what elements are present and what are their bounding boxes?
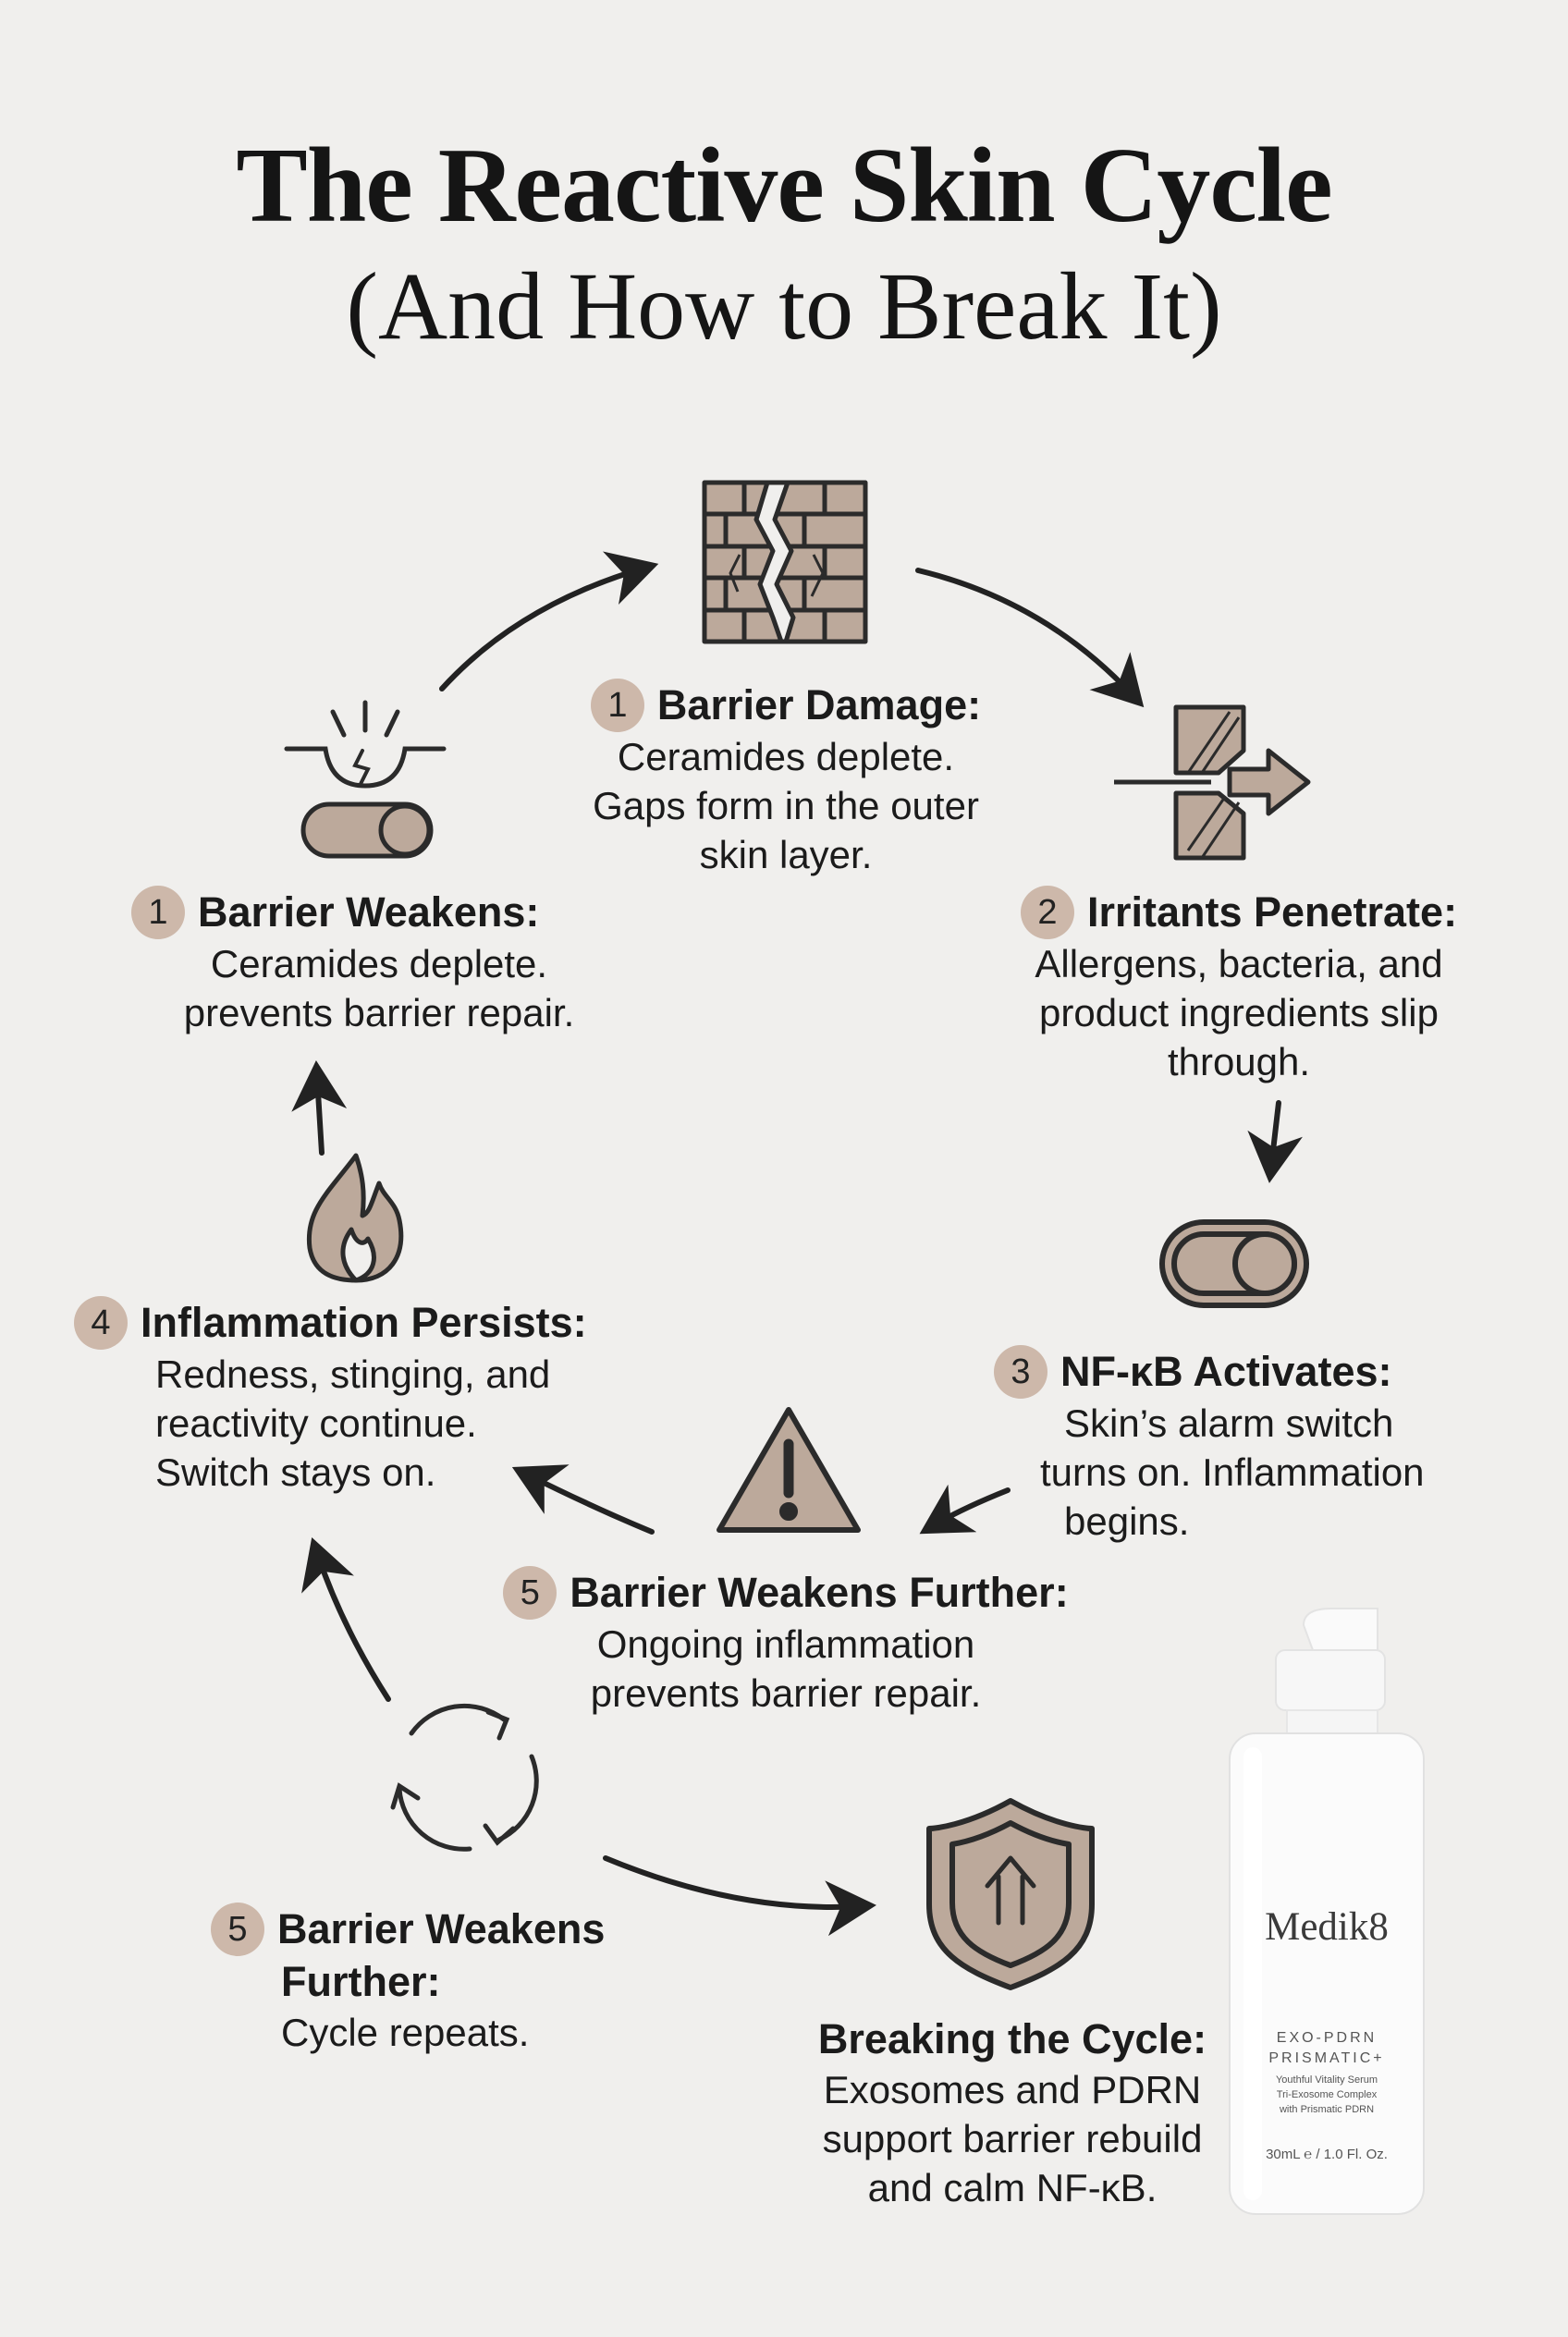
arrow-flame-up bbox=[291, 1060, 348, 1156]
step-body: Exosomes and PDRN support barrier rebuil… bbox=[822, 2068, 1203, 2209]
step-heading: Barrier Damage: bbox=[656, 681, 982, 728]
step-barrier-weakens-further: 5 Barrier Weakens Further: Ongoing infla… bbox=[462, 1566, 1109, 1718]
step-inflammation-persists: 4 Inflammation Persists: Redness, stingi… bbox=[74, 1296, 647, 1497]
arrow-right-to-warning bbox=[919, 1484, 1011, 1535]
step-heading: Breaking the Cycle: bbox=[817, 2015, 1207, 2062]
step-breaking-cycle: Breaking the Cycle: Exosomes and PDRN su… bbox=[795, 2013, 1230, 2212]
product-volume: 30mL ℮ / 1.0 Fl. Oz. bbox=[1266, 2147, 1388, 2162]
arrow-cycle-to-shield bbox=[603, 1855, 876, 1937]
arrow-warning-to-left bbox=[511, 1464, 655, 1535]
step-body: Skin’s alarm switch turns on. Inflammati… bbox=[1040, 1401, 1425, 1543]
step-body: Ongoing inflammation prevents barrier re… bbox=[590, 1622, 982, 1715]
step-body: Cycle repeats. bbox=[281, 2011, 530, 2054]
step-barrier-damage: 1 Barrier Damage: Ceramides deplete. Gap… bbox=[518, 679, 1054, 879]
step-badge: 4 bbox=[74, 1296, 128, 1350]
step-cycle-repeats: 5 Barrier Weakens Further: Cycle repeats… bbox=[211, 1903, 673, 2057]
barrier-gap-arrow-icon bbox=[1114, 704, 1311, 861]
step-badge: 1 bbox=[590, 679, 644, 732]
step-heading: NF-κB Activates: bbox=[1060, 1348, 1392, 1395]
step-barrier-weakens: 1 Barrier Weakens: Ceramides deplete. pr… bbox=[120, 886, 638, 1037]
step-badge: 2 bbox=[1020, 886, 1074, 939]
step-heading: Barrier Weakens bbox=[277, 1905, 606, 1952]
product-desc-line-1: Youthful Vitality Serum bbox=[1275, 2074, 1378, 2086]
title-line-2: (And How to Break It) bbox=[346, 253, 1222, 360]
step-heading: Barrier Weakens Further: bbox=[570, 1569, 1069, 1616]
product-desc-line-2: Tri-Exosome Complex bbox=[1276, 2089, 1378, 2100]
product-name-line-1: EXO-PDRN bbox=[1276, 2030, 1378, 2046]
step-badge: 1 bbox=[131, 886, 185, 939]
product-brand: Medik8 bbox=[1265, 1905, 1389, 1949]
step-heading: Inflammation Persists: bbox=[141, 1299, 587, 1346]
product-name-line-2: PRISMATIC+ bbox=[1268, 2050, 1385, 2066]
step-heading-cont: Further: bbox=[281, 1958, 441, 2005]
step-heading: Barrier Weakens: bbox=[198, 888, 540, 936]
cracked-brick-wall-icon bbox=[702, 480, 868, 644]
step-body: Allergens, bacteria, and product ingredi… bbox=[1035, 942, 1443, 1083]
warning-triangle-icon bbox=[717, 1407, 861, 1533]
step-body: Ceramides deplete. prevents barrier repa… bbox=[183, 942, 575, 1034]
step-badge: 3 bbox=[994, 1345, 1047, 1399]
step-body: Redness, stinging, and reactivity contin… bbox=[155, 1352, 551, 1494]
arrow-top-left bbox=[439, 551, 659, 691]
product-desc-line-3: with Prismatic PDRN bbox=[1279, 2104, 1375, 2115]
step-body: Ceramides deplete. Gaps form in the oute… bbox=[593, 735, 979, 876]
toggle-switch-icon bbox=[1159, 1219, 1309, 1308]
arrow-cycle-up bbox=[301, 1536, 391, 1702]
arrow-top-right bbox=[915, 568, 1145, 708]
step-nfkb-activates: 3 NF-κB Activates: Skin’s alarm switch t… bbox=[994, 1345, 1475, 1546]
arrow-right-down bbox=[1247, 1100, 1303, 1183]
step-badge: 5 bbox=[503, 1566, 557, 1620]
flame-icon bbox=[306, 1153, 404, 1283]
shield-up-arrow-icon bbox=[926, 1798, 1095, 1990]
step-irritants-penetrate: 2 Irritants Penetrate: Allergens, bacter… bbox=[962, 886, 1516, 1086]
step-badge: 5 bbox=[211, 1903, 264, 1956]
cycle-arrows-icon bbox=[390, 1703, 539, 1852]
stressed-skin-icon bbox=[284, 700, 447, 859]
step-heading: Irritants Penetrate: bbox=[1086, 888, 1458, 936]
product-bottle-image bbox=[1229, 1608, 1425, 2215]
title-line-1: The Reactive Skin Cycle bbox=[236, 127, 1332, 245]
